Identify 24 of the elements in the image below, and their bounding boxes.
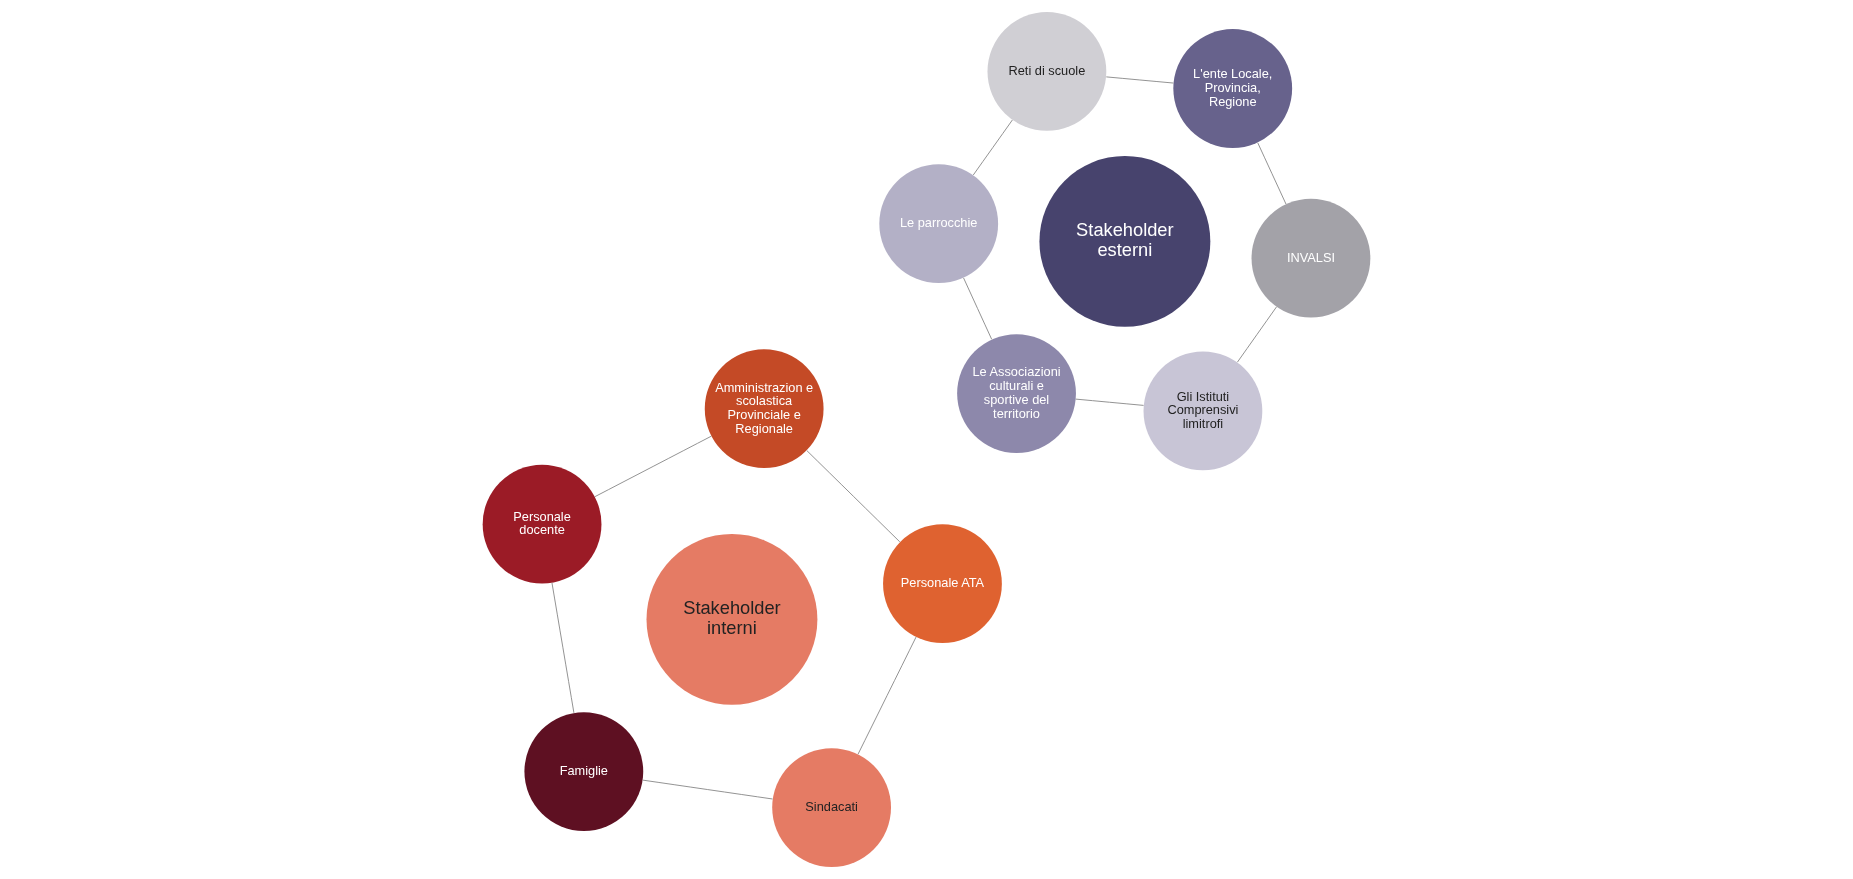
node-circle: Reti di scuole: [987, 12, 1107, 131]
node-circle: Famiglie: [524, 712, 644, 831]
connector: [642, 779, 774, 800]
node-circle: Stakeholder esterni: [1039, 155, 1211, 327]
node-circle: Sindacati: [772, 748, 891, 867]
connector: [1105, 76, 1174, 84]
connector: [857, 636, 917, 755]
connector: [806, 450, 901, 543]
node-circle: Le Associazioni culturali e sportive del territorio: [957, 334, 1076, 453]
node-circle: Le parrocchie: [879, 164, 999, 284]
node-circle: Stakeholder interni: [646, 533, 818, 705]
node-circle: Personale docente: [482, 464, 602, 584]
node-circle: Personale ATA: [883, 524, 1002, 644]
connector: [1236, 306, 1278, 363]
node-circle: Amministrazion e scolastica Provinciale e Regionale: [704, 349, 824, 469]
node-circle: Gli Istituti Comprensivi limitrofi: [1143, 351, 1263, 471]
connector: [594, 435, 712, 498]
connector: [963, 277, 993, 340]
node-circle: INVALSI: [1251, 198, 1371, 318]
node-circle: L'ente Locale, Provincia, Regione: [1173, 29, 1293, 148]
connector: [551, 582, 575, 714]
connector: [1075, 398, 1144, 406]
connector: [972, 119, 1013, 176]
connector: [1257, 142, 1287, 205]
